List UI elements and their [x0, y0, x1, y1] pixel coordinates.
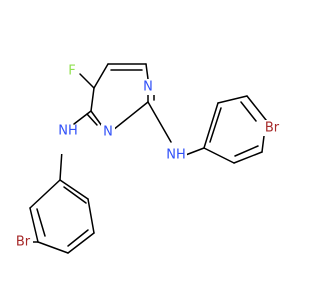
pyrimidine-n3-label: N [103, 125, 113, 140]
bond-ring-l6 [29, 179, 61, 209]
amine-left-atom: NH [58, 124, 80, 154]
bond-ring-l5 [29, 207, 39, 243]
bond-ring-l1-inner [63, 186, 87, 204]
bond-ring-r5 [233, 151, 263, 164]
amine-right-label: NH [166, 148, 186, 163]
pyrimidine-n3-atom: N [101, 124, 115, 140]
bond-ring-l1 [59, 179, 89, 200]
bond-ring-r3-inner [240, 101, 257, 122]
fluorine-label: F [68, 64, 75, 79]
amine-right-atom: NH [165, 148, 187, 178]
bond-c6-n1 [145, 63, 149, 80]
bond-ring-l3 [67, 232, 95, 254]
fluorine-atom: F [65, 63, 79, 79]
bond-c5-c6 [93, 63, 109, 89]
bond-n3-c4-inner [86, 113, 98, 126]
amine-left-label: NH [58, 124, 78, 139]
molecule-structure: F N N NH NH Br Br [13, 63, 282, 254]
pyrimidine-n1-label: N [143, 80, 153, 95]
bromine-left-atom: Br [13, 234, 33, 250]
bonds-layer [29, 63, 267, 254]
bond-ring-r1 [203, 102, 219, 149]
bond-ring-r3 [246, 95, 267, 121]
bond-n3-c4 [90, 110, 103, 127]
bond-ring-l2 [87, 198, 95, 234]
bond-ring-l5-inner [36, 208, 46, 237]
bond-ring-l3-inner [67, 229, 89, 247]
bond-c2-amine-right [147, 101, 172, 143]
bond-c5-fluorine [79, 73, 95, 89]
bond-amine-left-ipso [59, 149, 63, 181]
pyrimidine-n1-atom: N [141, 79, 155, 95]
bromine-right-atom: Br [262, 120, 282, 136]
bromine-right-label: Br [265, 121, 280, 136]
bond-ring-r6 [203, 147, 235, 164]
bond-c4-amine-left [73, 110, 92, 125]
bromine-left-label: Br [16, 235, 31, 250]
atom-labels-layer: F N N NH NH Br Br [13, 63, 282, 250]
bond-ring-l4 [37, 241, 69, 254]
bond-c4-c5 [90, 87, 95, 112]
bond-ring-r2 [217, 95, 248, 104]
bond-ring-r1-inner [209, 107, 222, 143]
bond-ring-r5-inner [234, 145, 259, 157]
bond-c2-n3 [112, 101, 149, 131]
